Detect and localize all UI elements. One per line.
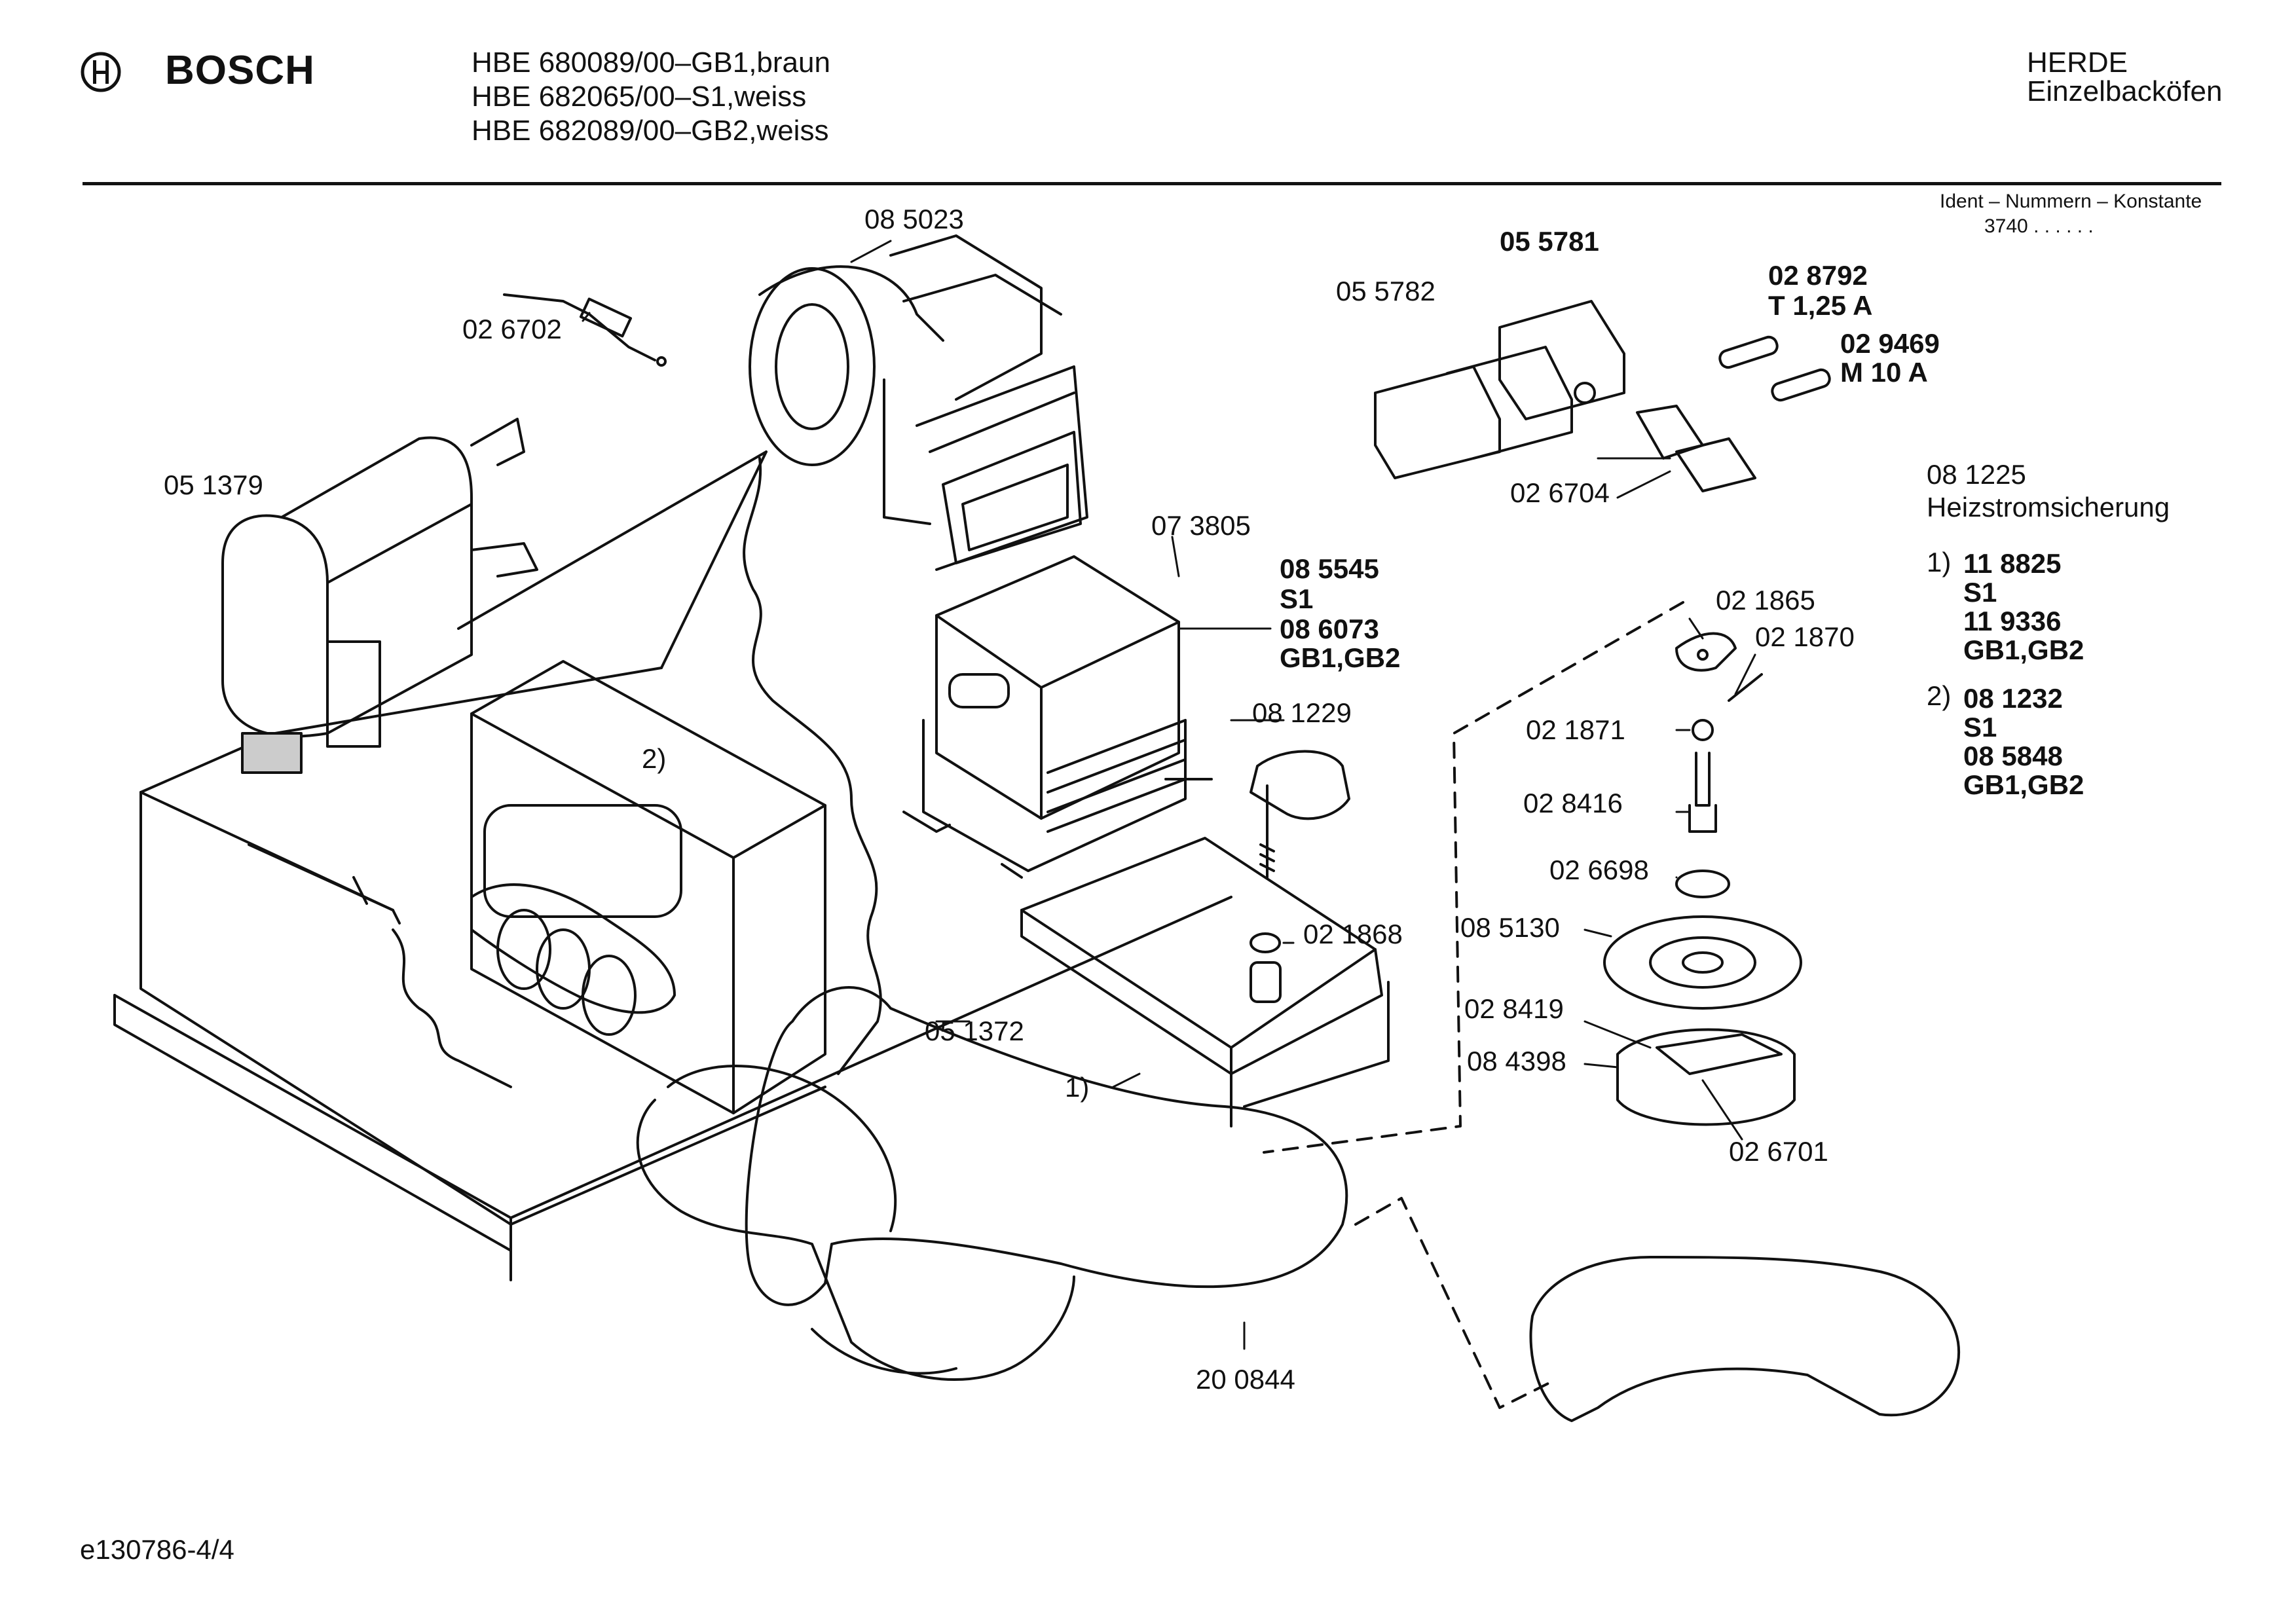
part-label-2: 2) — [642, 743, 667, 774]
part-label-055782: 05 5782 — [1336, 276, 1435, 306]
stacked-components — [1603, 632, 1802, 1126]
transformer-2 — [470, 660, 826, 1114]
legend-item2-line2: S1 — [1963, 712, 1997, 742]
part-label-200844: 20 0844 — [1196, 1364, 1295, 1395]
part-label-055781: 05 5781 — [1500, 226, 1599, 257]
part-label-021870: 02 1870 — [1755, 621, 1855, 652]
part-label-s1: S1 — [1280, 583, 1314, 614]
legend-item1-line3: 11 9336 — [1963, 606, 2062, 636]
microwave-transformer — [902, 555, 1213, 879]
part-label-051379: 05 1379 — [164, 469, 263, 500]
part-label-026701: 02 6701 — [1729, 1136, 1828, 1167]
part-label-026702: 02 6702 — [462, 314, 562, 344]
part-label-028419: 02 8419 — [1464, 993, 1564, 1024]
legend-item1-line4: GB1,GB2 — [1963, 634, 2084, 665]
hose-small — [1529, 1256, 1961, 1422]
part-label-gb1gb2: GB1,GB2 — [1280, 642, 1401, 673]
part-label-m10a: M 10 A — [1840, 357, 1928, 388]
fuses — [1636, 335, 1831, 492]
part-label-021868: 02 1868 — [1303, 919, 1403, 949]
base-chassis — [113, 450, 1232, 1281]
model-line-3: HBE 682089/00–GB2,weiss — [472, 115, 829, 147]
hose-large — [636, 986, 1348, 1381]
part-label-028416: 02 8416 — [1523, 788, 1623, 818]
part-label-081229: 08 1229 — [1252, 697, 1352, 728]
part-label-026698: 02 6698 — [1549, 854, 1649, 885]
category-line-1: HERDE — [2027, 46, 2128, 79]
model-line-1: HBE 680089/00–GB1,braun — [472, 46, 830, 79]
thermostat — [1250, 750, 1350, 879]
part-label-086073: 08 6073 — [1280, 614, 1379, 644]
dashed-guides — [1263, 601, 1684, 1409]
bosch-logo-icon — [80, 51, 122, 93]
part-label-085130: 08 5130 — [1460, 912, 1560, 943]
ident-label: Ident – Nummern – Konstante — [1940, 191, 2202, 212]
part-label-028792: 02 8792 — [1768, 260, 1868, 291]
torn-wall — [743, 457, 882, 1075]
part-label-1: 1) — [1065, 1072, 1090, 1103]
header-rule — [83, 182, 2221, 185]
fan-motor — [749, 234, 1088, 571]
legend-title-text: Heizstromsicherung — [1927, 492, 2170, 522]
part-label-026704: 02 6704 — [1510, 477, 1610, 508]
relays — [1374, 300, 1625, 479]
model-line-2: HBE 682065/00–S1,weiss — [472, 81, 807, 113]
document-id: e130786-4/4 — [80, 1534, 234, 1565]
legend-item1-line1: 11 8825 — [1963, 548, 2062, 579]
category-line-2: Einzelbacköfen — [2027, 75, 2223, 107]
legend-item2-marker: 2) — [1927, 680, 1952, 711]
leader-lines — [582, 240, 1756, 1350]
part-label-021871: 02 1871 — [1526, 714, 1625, 745]
part-label-085545: 08 5545 — [1280, 553, 1379, 584]
part-label-073805: 07 3805 — [1151, 510, 1251, 541]
part-label-029469: 02 9469 — [1840, 328, 1940, 359]
capacitor — [221, 418, 538, 774]
legend-item2-line4: GB1,GB2 — [1963, 769, 2084, 800]
part-label-085023: 08 5023 — [864, 204, 964, 234]
part-label-t125a: T 1,25 A — [1768, 290, 1873, 321]
legend-item2-line1: 08 1232 — [1963, 683, 2063, 714]
bracket-1 — [1020, 837, 1390, 1127]
legend-item1-marker: 1) — [1927, 547, 1952, 577]
brand-name: BOSCH — [165, 48, 315, 93]
part-label-084398: 08 4398 — [1467, 1046, 1566, 1076]
legend-item2-line3: 08 5848 — [1963, 741, 2063, 771]
legend-title-code: 08 1225 — [1927, 459, 2026, 490]
legend-item1-line2: S1 — [1963, 577, 1997, 608]
part-label-021865: 02 1865 — [1716, 585, 1815, 615]
ident-value: 3740 . . . . . . — [1984, 215, 2094, 237]
part-label-051372: 05 1372 — [925, 1016, 1024, 1046]
